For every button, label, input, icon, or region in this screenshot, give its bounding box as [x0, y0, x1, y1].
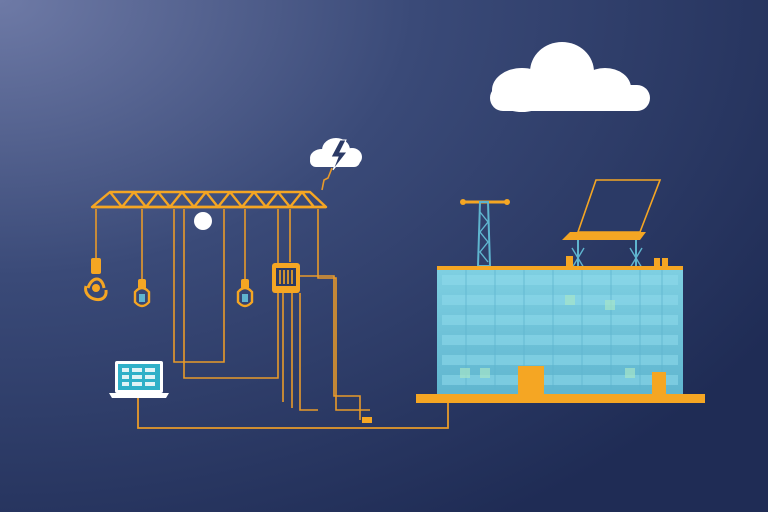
- claw-hook-icon: [84, 258, 108, 301]
- lamp-hook-icon: [236, 279, 254, 308]
- lightning-cloud-icon: [310, 138, 362, 191]
- office-building-icon: [416, 256, 705, 403]
- solar-panel-icon: [562, 179, 662, 269]
- laptop-icon: [109, 361, 169, 398]
- gantry-crane-icon: [90, 190, 328, 209]
- cable-connector: [362, 417, 372, 423]
- cloud-icon: [490, 42, 650, 112]
- lamp-hook-icon: [133, 279, 151, 308]
- light-dot: [194, 212, 212, 230]
- control-box-icon: [272, 263, 361, 420]
- crane-cables: [95, 209, 370, 411]
- network-cable: [137, 398, 449, 429]
